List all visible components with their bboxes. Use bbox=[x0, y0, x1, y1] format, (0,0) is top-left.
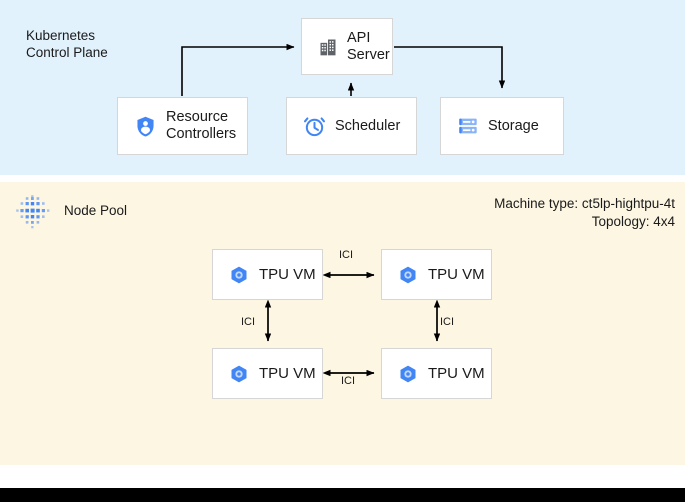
tpu-hexagon-icon bbox=[400, 266, 416, 283]
topology-text: Topology: 4x4 bbox=[591, 214, 675, 229]
machine-type-text: Machine type: ct5lp-hightpu-4t bbox=[494, 196, 675, 211]
tpu-vm-box-2[interactable]: TPU VM bbox=[381, 249, 492, 300]
building-icon bbox=[320, 39, 336, 55]
scheduler-box[interactable]: Scheduler bbox=[286, 97, 417, 155]
tpu-hexagon-icon bbox=[231, 266, 247, 283]
storage-label: Storage bbox=[488, 117, 539, 134]
tpu-vm-box-1[interactable]: TPU VM bbox=[212, 249, 323, 300]
tpu-vm-box-3[interactable]: TPU VM bbox=[212, 348, 323, 399]
resource-controllers-label: Resource Controllers bbox=[166, 109, 237, 142]
tpu-vm-label: TPU VM bbox=[259, 365, 316, 382]
control-plane-title: Kubernetes Control Plane bbox=[26, 28, 108, 60]
machine-info: Machine type: ct5lp-hightpu-4t Topology:… bbox=[494, 195, 675, 231]
tpu-hexagon-icon bbox=[400, 365, 416, 382]
storage-box[interactable]: Storage bbox=[440, 97, 564, 155]
tpu-vm-label: TPU VM bbox=[259, 266, 316, 283]
api-server-label: API Server bbox=[347, 29, 390, 63]
ici-label-bottom: ICI bbox=[341, 375, 356, 387]
tpu-vm-label: TPU VM bbox=[428, 365, 485, 382]
tpu-vm-label: TPU VM bbox=[428, 266, 485, 283]
ici-label-top: ICI bbox=[339, 249, 354, 261]
api-server-box[interactable]: API Server bbox=[301, 18, 393, 75]
scheduler-label: Scheduler bbox=[335, 117, 401, 134]
resource-controllers-box[interactable]: Resource Controllers bbox=[117, 97, 248, 155]
bottom-bar bbox=[0, 488, 685, 502]
node-pool-region bbox=[0, 182, 685, 465]
alarm-clock-icon bbox=[304, 116, 325, 136]
ici-label-right: ICI bbox=[440, 316, 455, 328]
shield-user-icon bbox=[137, 116, 154, 136]
ici-label-left: ICI bbox=[241, 316, 256, 328]
tpu-vm-box-4[interactable]: TPU VM bbox=[381, 348, 492, 399]
tpu-hexagon-icon bbox=[231, 365, 247, 382]
node-pool-label: Node Pool bbox=[64, 203, 128, 218]
database-icon bbox=[459, 118, 477, 134]
node-pool-dots-icon bbox=[16, 195, 50, 229]
